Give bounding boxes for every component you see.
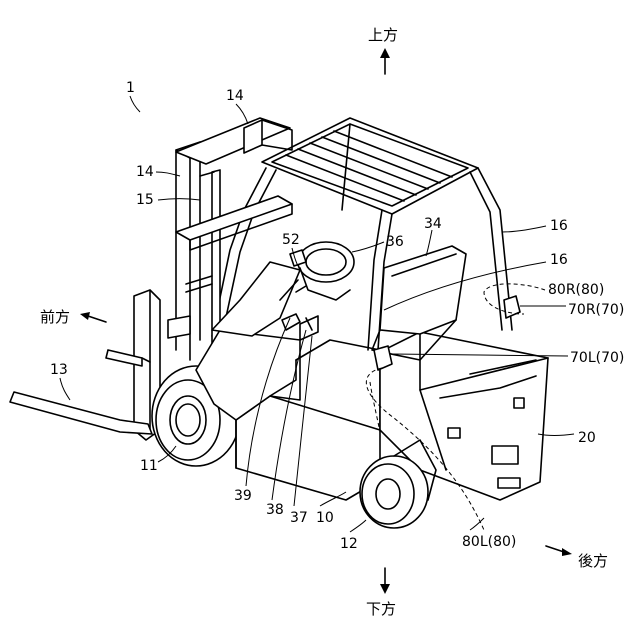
label-forklift: 1 <box>126 80 135 96</box>
label-lever-37: 37 <box>290 510 308 526</box>
label-lift-bracket: 15 <box>136 192 154 208</box>
label-vehicle-body: 10 <box>316 510 334 526</box>
label-display: 52 <box>282 232 300 248</box>
label-seat: 34 <box>424 216 442 232</box>
label-mast-top-left: 14 <box>136 164 154 180</box>
label-steering-wheel: 36 <box>386 234 404 250</box>
label-sensor-right: 70R(70) <box>568 302 624 318</box>
label-range-left: 80L(80) <box>462 534 516 550</box>
direction-up: 上方 <box>368 26 398 44</box>
direction-rear: 後方 <box>578 552 608 570</box>
direction-down: 下方 <box>366 600 396 618</box>
label-fork: 13 <box>50 362 68 378</box>
label-counterweight: 20 <box>578 430 596 446</box>
label-range-right: 80R(80) <box>548 282 604 298</box>
label-pillar-middle: 16 <box>550 252 568 268</box>
label-sensor-left: 70L(70) <box>570 350 624 366</box>
label-lever-39: 39 <box>234 488 252 504</box>
rear-arrow-icon <box>562 548 572 556</box>
forks <box>10 350 152 434</box>
label-pillar-upper: 16 <box>550 218 568 234</box>
down-arrow-icon <box>380 584 390 594</box>
label-mast-top: 14 <box>226 88 244 104</box>
label-front-wheel: 11 <box>140 458 158 474</box>
up-arrow-icon <box>380 48 390 58</box>
front-arrow-icon <box>80 312 90 320</box>
direction-front: 前方 <box>40 308 70 326</box>
label-lever-38: 38 <box>266 502 284 518</box>
label-rear-wheel: 12 <box>340 536 358 552</box>
